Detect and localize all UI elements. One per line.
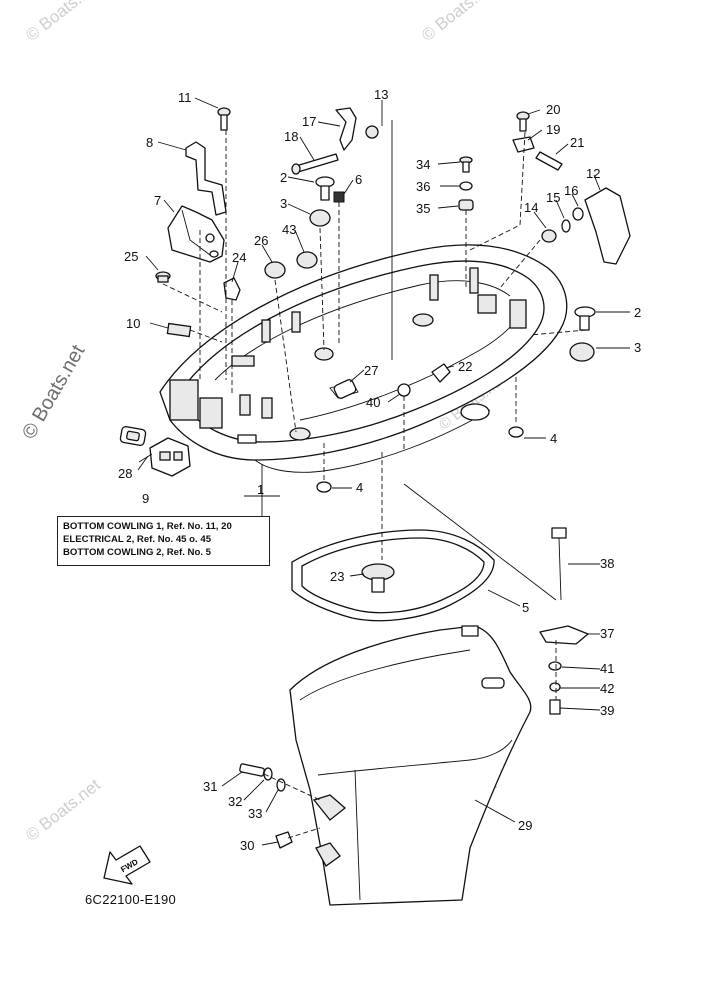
part-label-34: 34 [416,157,430,172]
part-label-27: 27 [364,363,378,378]
part-label-24: 24 [232,250,246,265]
part-label-31: 31 [203,779,217,794]
part-label-2a: 2 [280,170,287,185]
reference-line-3: BOTTOM COWLING 2, Ref. No. 5 [63,547,211,558]
part-label-28: 28 [118,466,132,481]
assembly-lines [162,130,587,839]
part-label-16: 16 [564,183,578,198]
part-label-37: 37 [600,626,614,641]
part-label-19: 19 [546,122,560,137]
part-label-1: 1 [257,482,264,497]
diagram-code: 6C22100-E190 [85,892,177,907]
part-label-14: 14 [524,200,538,215]
part-label-10: 10 [126,316,140,331]
part-label-26: 26 [254,233,268,248]
reference-line-1: BOTTOM COWLING 1, Ref. No. 11, 20 [63,521,232,532]
part-label-18: 18 [284,129,298,144]
part-label-43: 43 [282,222,296,237]
part-label-25: 25 [124,249,138,264]
reference-note-box: BOTTOM COWLING 1, Ref. No. 11, 20 ELECTR… [57,516,270,566]
part-label-38: 38 [600,556,614,571]
part-label-11: 11 [178,90,192,105]
part-label-12: 12 [586,166,600,181]
part-label-6: 6 [355,172,362,187]
part-label-40: 40 [366,395,380,410]
part-label-33: 33 [248,806,262,821]
part-label-9: 9 [142,491,149,506]
part-label-2b: 2 [634,305,641,320]
part-label-22: 22 [458,359,472,374]
bottom-cowling-tray [159,244,568,473]
lower-cowling-29 [289,625,532,906]
part-label-36: 36 [416,179,430,194]
part-label-23: 23 [330,569,344,584]
part-label-20: 20 [546,102,560,117]
small-parts [119,107,631,849]
part-label-13: 13 [374,87,388,102]
part-label-3a: 3 [280,196,287,211]
part-label-32: 32 [228,794,242,809]
part-labels: 1 2 2 3 3 4 4 5 6 7 8 9 10 11 12 13 14 1… [118,87,641,853]
part-label-30: 30 [240,838,254,853]
part-label-5: 5 [522,600,529,615]
leader-lines [137,97,630,846]
part-label-42: 42 [600,681,614,696]
part-label-35: 35 [416,201,430,216]
fwd-arrow-icon: FWD [103,845,151,885]
part-label-3b: 3 [634,340,641,355]
part-label-7: 7 [154,193,161,208]
part-label-29: 29 [518,818,532,833]
part-label-15: 15 [546,190,560,205]
part-label-4b: 4 [356,480,363,495]
part-label-17: 17 [302,114,316,129]
part-label-39: 39 [600,703,614,718]
part-label-8: 8 [146,135,153,150]
part-label-21: 21 [570,135,584,150]
part-label-41: 41 [600,661,614,676]
part-label-4a: 4 [550,431,557,446]
reference-line-2: ELECTRICAL 2, Ref. No. 45 o. 45 [63,534,212,545]
